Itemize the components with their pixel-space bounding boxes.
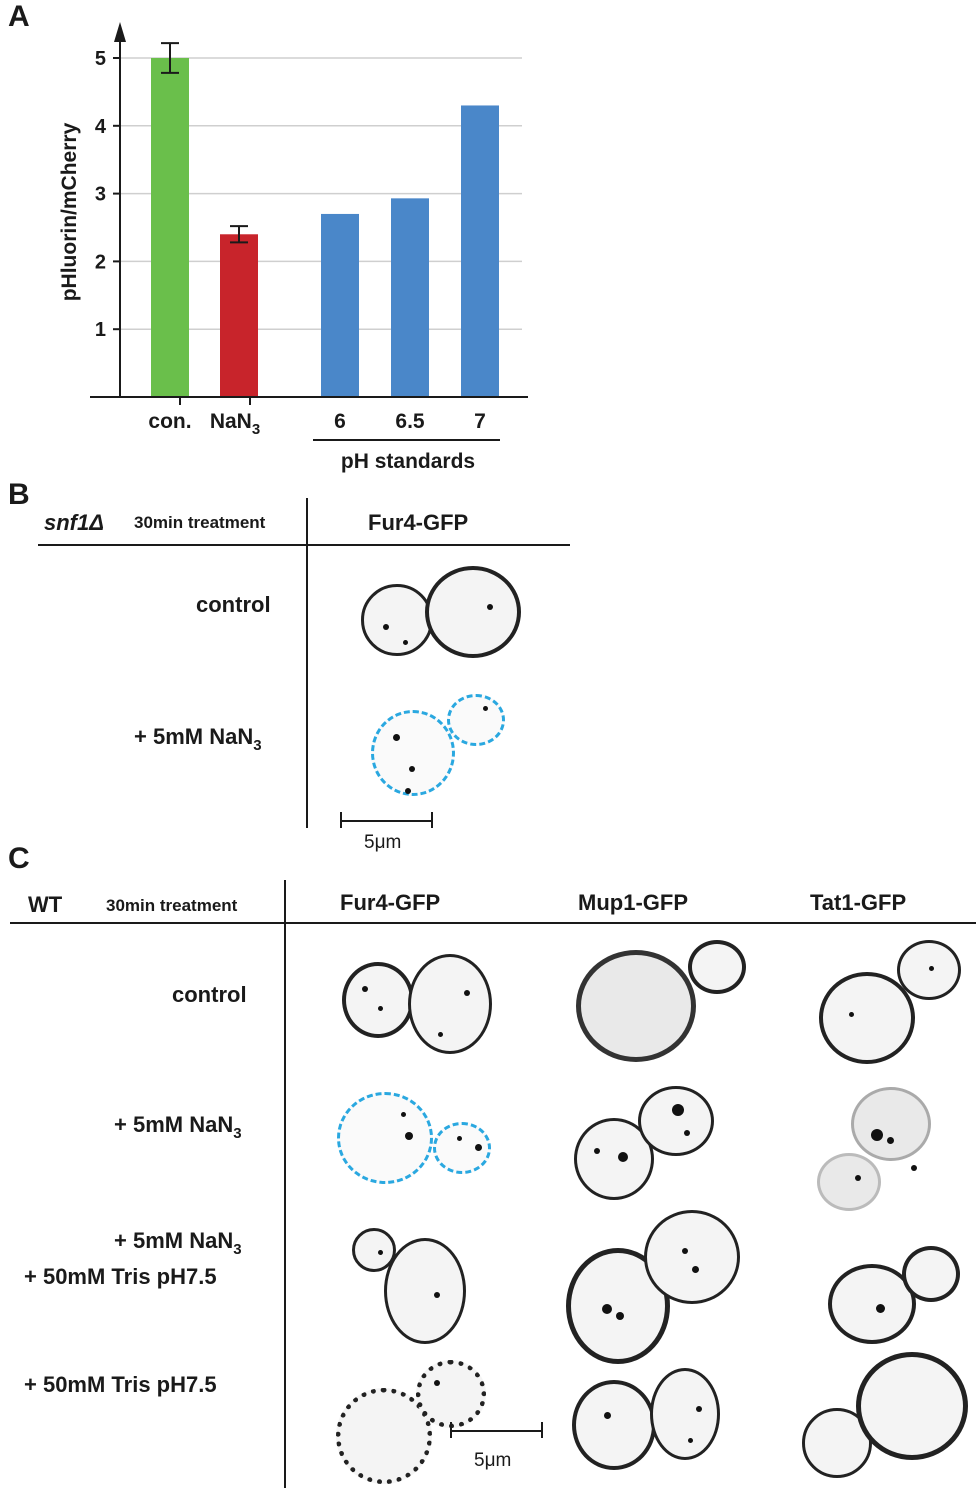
chart-x-labels: con. NaN3 6 6.5 7 — [148, 410, 485, 438]
b-column-rule — [306, 498, 308, 828]
b-scale-bar — [340, 820, 433, 822]
y-tick-label: 2 — [95, 251, 106, 273]
b-scale-bar-tick-left — [340, 812, 342, 828]
c-row-nan3-tris-line1: + 5mM NaN3 — [114, 1228, 242, 1258]
group-label: pH standards — [341, 450, 475, 473]
c-row-tris: + 50mM Tris pH7.5 — [24, 1372, 217, 1397]
b-micrograph-control — [355, 562, 525, 667]
c-micrograph-mup1-nan3 — [572, 1082, 722, 1204]
b-row-control: control — [196, 592, 271, 617]
c-micrograph-tat1-tris — [800, 1350, 972, 1482]
c-micrograph-fur4-nan3 — [335, 1088, 495, 1186]
c-row-nan3: + 5mM NaN3 — [114, 1112, 242, 1142]
chart-bars — [151, 58, 499, 398]
chart-error-bars — [161, 42, 248, 244]
bar-chart: 1 2 3 4 5 con. NaN3 6 6.5 7 pHluorin/mCherry pH … — [58, 22, 528, 473]
b-strain: snf1Δ — [44, 510, 105, 535]
c-micrograph-fur4-tris — [334, 1358, 494, 1488]
y-axis-label: pHluorin/mCherry — [58, 122, 81, 301]
bar — [220, 234, 258, 397]
y-tick-label: 1 — [95, 319, 106, 341]
c-micrograph-fur4-nan3-tris — [350, 1226, 470, 1350]
c-header-rule — [10, 922, 976, 924]
c-row-nan3-tris-line2: + 50mM Tris pH7.5 — [24, 1264, 217, 1289]
b-column-fur4: Fur4-GFP — [368, 510, 469, 535]
b-scale-bar-tick-right — [431, 812, 433, 828]
c-column-rule — [284, 880, 286, 1488]
x-tick-label: 6 — [334, 410, 346, 433]
c-row-control: control — [172, 982, 247, 1007]
x-tick-label: 7 — [474, 410, 486, 433]
y-tick-label: 3 — [95, 184, 106, 206]
y-tick-label: 4 — [95, 116, 107, 138]
y-axis-arrow — [114, 22, 126, 42]
b-header-rule — [38, 544, 570, 546]
c-scale-bar-tick-right — [541, 1422, 543, 1438]
c-micrograph-tat1-nan3 — [815, 1085, 965, 1215]
x-tick-label: 6.5 — [395, 410, 425, 433]
c-micrograph-mup1-nan3-tris — [562, 1208, 752, 1368]
c-scale-bar — [450, 1430, 543, 1432]
panel-label-a: A — [8, 0, 30, 33]
chart-axes — [90, 22, 528, 405]
b-row-nan3: + 5mM NaN3 — [134, 724, 262, 754]
b-micrograph-nan3 — [365, 692, 515, 804]
c-treatment-header: 30min treatment — [106, 896, 238, 915]
bar — [321, 213, 359, 397]
panel-label-b: B — [8, 478, 30, 511]
c-scale-label: 5μm — [474, 1450, 512, 1471]
c-column-fur4: Fur4-GFP — [340, 890, 441, 915]
c-micrograph-tat1-nan3-tris — [826, 1244, 966, 1348]
c-strain: WT — [28, 892, 63, 917]
bar — [151, 58, 189, 397]
x-tick-label: NaN3 — [210, 410, 260, 438]
x-tick-label: con. — [148, 410, 191, 433]
c-micrograph-mup1-control — [570, 938, 750, 1066]
b-scale-label: 5μm — [364, 832, 402, 853]
bar — [461, 105, 499, 398]
y-tick-label: 5 — [95, 48, 106, 70]
c-micrograph-tat1-control — [815, 936, 975, 1068]
c-micrograph-fur4-control — [338, 950, 498, 1060]
c-column-mup1: Mup1-GFP — [578, 890, 688, 915]
c-scale-bar-tick-left — [450, 1422, 452, 1438]
bar — [391, 198, 429, 397]
panel-label-c: C — [8, 842, 30, 875]
c-column-tat1: Tat1-GFP — [810, 890, 907, 915]
b-treatment-header: 30min treatment — [134, 513, 266, 532]
c-micrograph-mup1-tris — [570, 1366, 730, 1476]
chart-y-ticks: 1 2 3 4 5 — [95, 48, 120, 341]
